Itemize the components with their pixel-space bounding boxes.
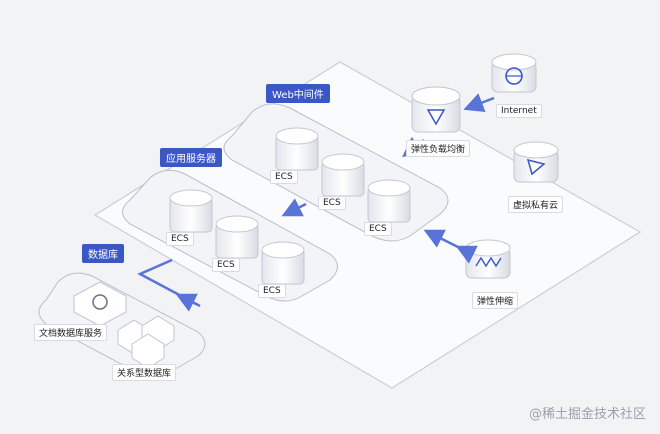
ecs-server-web-3	[367, 179, 411, 223]
ecs-label-app-1: ECS	[166, 232, 194, 246]
web-middleware-tag: Web中间件	[266, 84, 330, 103]
rel-db-label: 关系型数据库	[112, 364, 177, 381]
arrow-internet-to-lb	[463, 93, 495, 112]
load-balancer-icon	[411, 86, 461, 133]
ecs-label-app-3: ECS	[258, 284, 286, 298]
internet-label: Internet	[496, 104, 542, 118]
arrow-autoscaling-web	[423, 229, 478, 264]
ecs-label-app-2: ECS	[212, 258, 240, 272]
ecs-server-app-3	[261, 241, 305, 285]
vpc-label: 虚拟私有云	[508, 196, 564, 213]
watermark: @稀土掘金技术社区	[528, 407, 646, 422]
database-tag: 数据库	[82, 244, 124, 263]
document-db-icon	[73, 281, 127, 327]
ecs-label-web-1: ECS	[270, 170, 298, 184]
relational-db-icon	[117, 315, 175, 369]
ecs-label-web-2: ECS	[318, 196, 346, 210]
arrow-to-db	[175, 293, 198, 312]
load-balancer-label: 弹性负载均衡	[406, 140, 471, 157]
arrow-web-to-app	[281, 198, 307, 217]
ecs-server-web-1	[275, 127, 319, 171]
ecs-server-app-1	[169, 189, 213, 233]
internet-icon	[491, 53, 537, 93]
autoscaling-label: 弹性伸缩	[472, 292, 519, 309]
ecs-server-web-2	[321, 153, 365, 197]
ecs-server-app-2	[215, 215, 259, 259]
vpc-icon	[513, 141, 559, 183]
ecs-label-web-3: ECS	[364, 222, 392, 236]
autoscaling-icon	[465, 239, 511, 279]
doc-db-label: 文档数据库服务	[34, 324, 108, 341]
app-servers-tag: 应用服务器	[160, 148, 222, 167]
